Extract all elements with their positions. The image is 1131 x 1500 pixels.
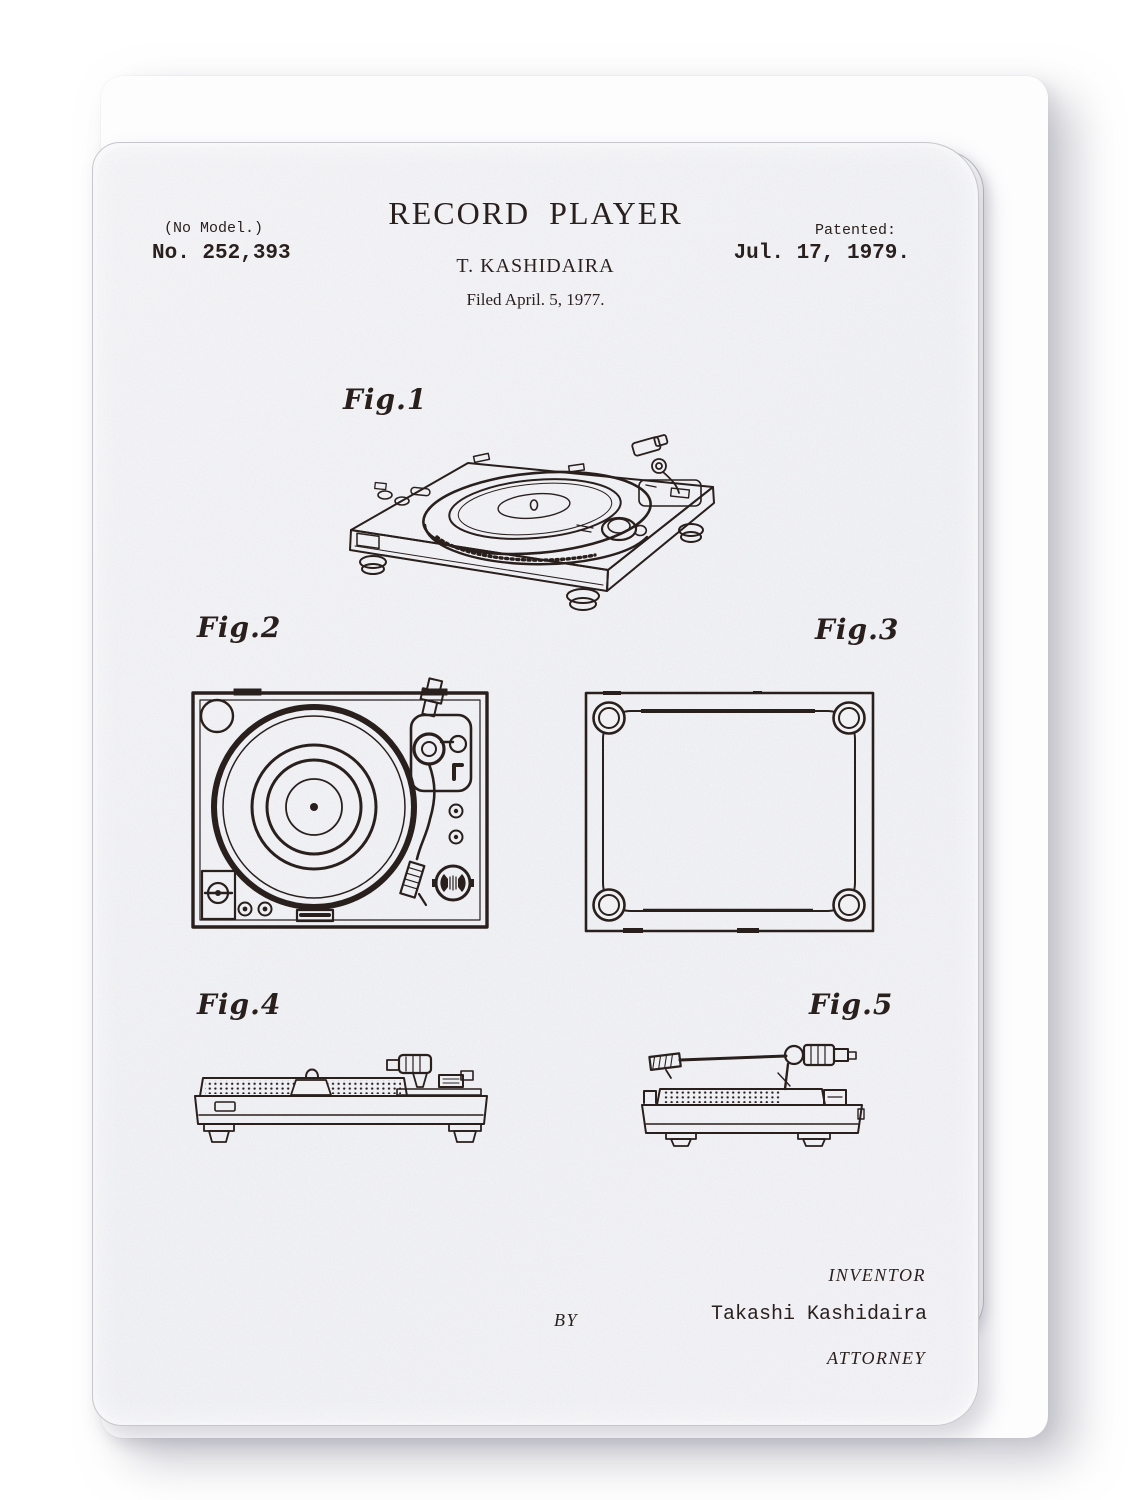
figure-label-1: Fig.1 bbox=[343, 383, 428, 416]
fig2-drawing bbox=[191, 677, 489, 929]
footer-inventor-name: Takashi Kashidaira bbox=[710, 1303, 927, 1326]
figure-label-5: Fig.5 bbox=[809, 988, 894, 1021]
fig3-drawing bbox=[584, 691, 875, 933]
patent-card: RECORD PLAYER (No Model.) No. 252,393 Pa… bbox=[92, 142, 979, 1426]
patent-title: RECORD PLAYER bbox=[388, 195, 683, 231]
fig4-drawing bbox=[194, 1053, 488, 1143]
fig1-drawing bbox=[349, 434, 715, 611]
filed-date: Filed April. 5, 1977. bbox=[466, 290, 605, 309]
patent-number: No. 252,393 bbox=[152, 242, 291, 265]
fig5-drawing bbox=[641, 1043, 865, 1147]
figure-label-2: Fig.2 bbox=[197, 611, 282, 644]
footer-by-label: BY bbox=[554, 1310, 579, 1330]
figure-label-3: Fig.3 bbox=[815, 613, 900, 646]
patented-label: Patented: bbox=[814, 222, 896, 239]
inventor-caps: T. KASHIDAIRA bbox=[456, 255, 615, 277]
figure-label-4: Fig.4 bbox=[197, 988, 282, 1021]
footer-attorney-label: ATTORNEY bbox=[826, 1348, 926, 1368]
no-model-note: (No Model.) bbox=[164, 220, 264, 237]
footer-inventor-label: INVENTOR bbox=[828, 1265, 926, 1285]
patented-date: Jul. 17, 1979. bbox=[733, 242, 910, 265]
